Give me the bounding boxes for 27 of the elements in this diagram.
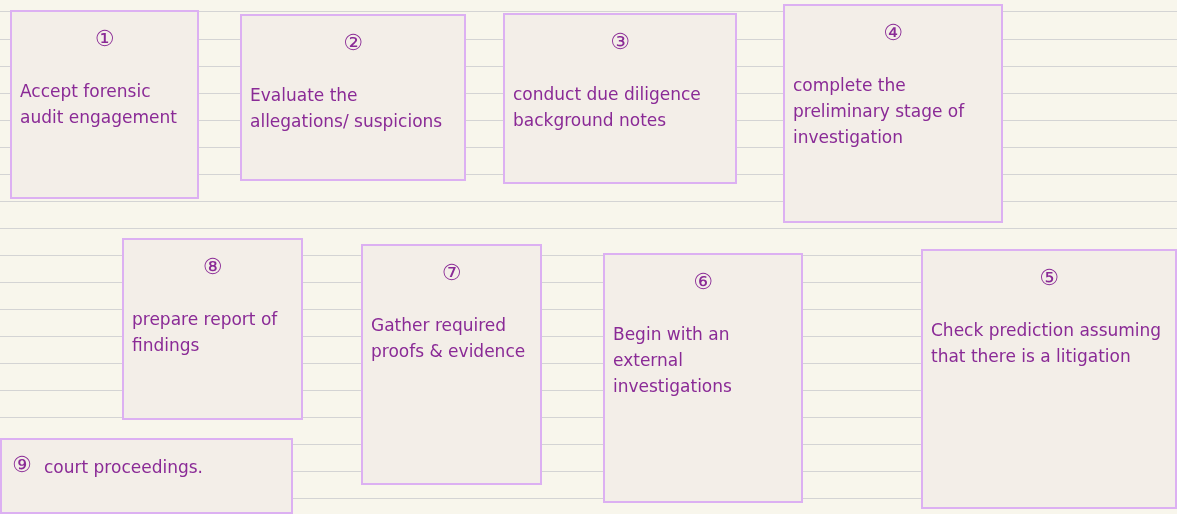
- step-text: Evaluate the allegations/ suspicions: [250, 84, 444, 133]
- step-text: Gather required proofs & evidence: [371, 314, 527, 363]
- note-box: [603, 253, 803, 503]
- step-number: ①: [93, 26, 116, 52]
- step-number: ⑨: [12, 452, 32, 478]
- step-number: ⑥: [692, 269, 714, 295]
- step-number: ③: [609, 29, 631, 55]
- note-box: [240, 14, 466, 181]
- step-number: ④: [882, 20, 904, 46]
- note-box: [783, 4, 1003, 223]
- step-number: ⑧: [201, 254, 224, 280]
- note-box: [361, 244, 542, 485]
- step-text: Check prediction assuming that there is a litigation: [931, 319, 1163, 368]
- step-text: Accept forensic audit engagement: [20, 80, 178, 129]
- step-text: Begin with an external investigations: [613, 323, 733, 398]
- step-number: ⑤: [1038, 265, 1060, 291]
- note-box: [122, 238, 303, 420]
- note-box: [921, 249, 1177, 509]
- step-text: prepare report of findings: [132, 308, 279, 357]
- step-number: ⑦: [440, 260, 463, 286]
- note-box: [503, 13, 737, 184]
- step-text: court proceedings.: [44, 456, 203, 479]
- note-box: [0, 438, 293, 514]
- step-text: conduct due diligence background notes: [513, 83, 702, 132]
- step-number: ②: [342, 30, 364, 56]
- step-text: complete the preliminary stage of investigation: [793, 74, 966, 149]
- note-box: [10, 10, 199, 199]
